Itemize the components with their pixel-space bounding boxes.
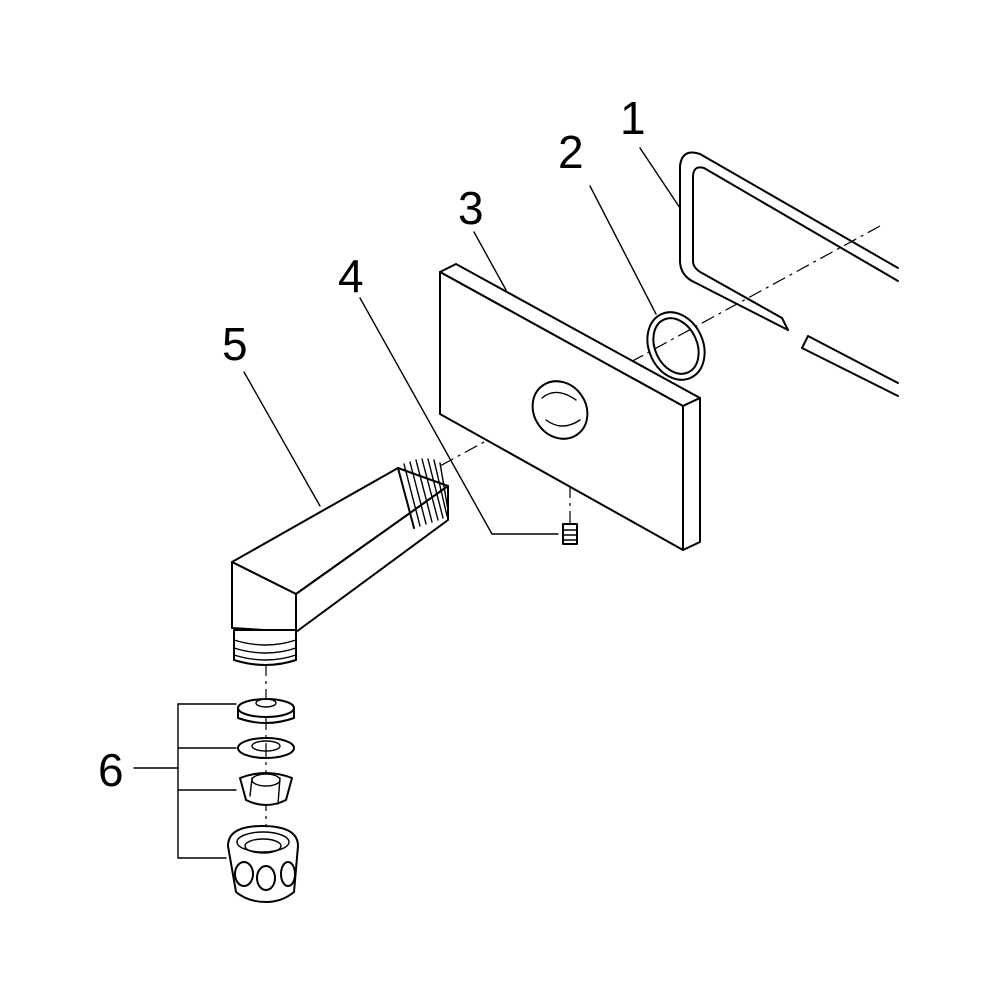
callout-5: 5 bbox=[222, 318, 248, 370]
wall-plate-hole bbox=[531, 380, 589, 440]
callout-4: 4 bbox=[338, 250, 364, 302]
union-nut bbox=[227, 825, 299, 903]
leader-line-5 bbox=[243, 371, 321, 507]
elbow-arm bbox=[231, 458, 449, 666]
arm-threads bbox=[397, 458, 449, 529]
wire-bracket bbox=[679, 151, 899, 397]
thin-washer bbox=[237, 737, 295, 759]
wall-plate bbox=[439, 263, 701, 551]
set-screw bbox=[562, 523, 578, 545]
callout-3: 3 bbox=[458, 182, 484, 234]
callout-1: 1 bbox=[620, 92, 646, 144]
compression-ring bbox=[239, 772, 293, 806]
arm-outlet-rings bbox=[233, 629, 297, 666]
leader-line-4 bbox=[359, 297, 559, 535]
leader-line-6-bracket bbox=[133, 703, 237, 859]
fitting-set bbox=[227, 698, 299, 903]
callout-6: 6 bbox=[98, 744, 124, 796]
callout-2: 2 bbox=[558, 126, 584, 178]
leader-line-1 bbox=[639, 147, 681, 209]
leader-line-3 bbox=[473, 231, 507, 291]
leader-line-2 bbox=[589, 185, 657, 315]
o-ring bbox=[646, 311, 706, 381]
flat-washer bbox=[237, 698, 295, 724]
